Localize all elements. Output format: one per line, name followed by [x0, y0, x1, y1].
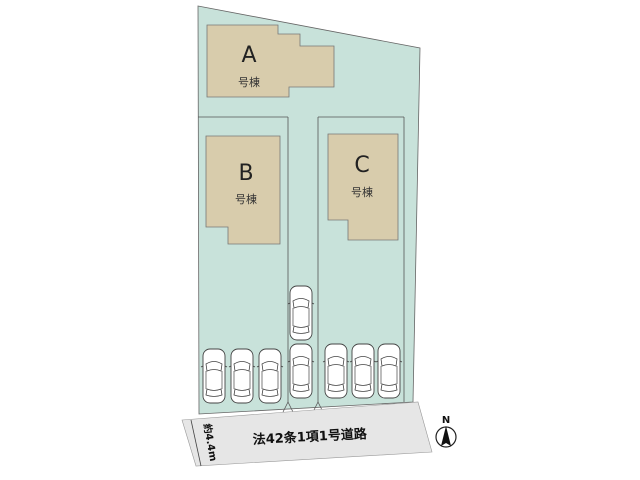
- compass-arrow-icon: [441, 426, 451, 446]
- lot-lines: [198, 116, 405, 413]
- road-label: 法42条1項1号道路: [252, 426, 368, 448]
- car-8: [375, 343, 403, 399]
- car-5: [287, 343, 315, 399]
- building-c: [327, 133, 399, 241]
- road-edge-line: [190, 419, 202, 467]
- building-a-suffix: 号棟: [238, 75, 260, 89]
- car-4: [287, 285, 315, 341]
- road: [181, 401, 433, 467]
- site-lot: [197, 5, 421, 415]
- car-7: [349, 343, 377, 399]
- building-a-letter: A: [241, 43, 256, 68]
- car-1: [200, 348, 228, 404]
- car-6: [322, 343, 350, 399]
- building-b-suffix: 号棟: [235, 192, 257, 206]
- north-compass: N: [435, 415, 457, 448]
- parking-cars: [200, 285, 403, 404]
- building-b-letter: B: [238, 161, 253, 186]
- north-label: N: [442, 415, 450, 426]
- car-3: [256, 348, 284, 404]
- building-b: [205, 135, 281, 245]
- building-c-letter: C: [354, 153, 369, 178]
- building-c-suffix: 号棟: [351, 185, 373, 199]
- building-a: [206, 24, 335, 98]
- car-2: [228, 348, 256, 404]
